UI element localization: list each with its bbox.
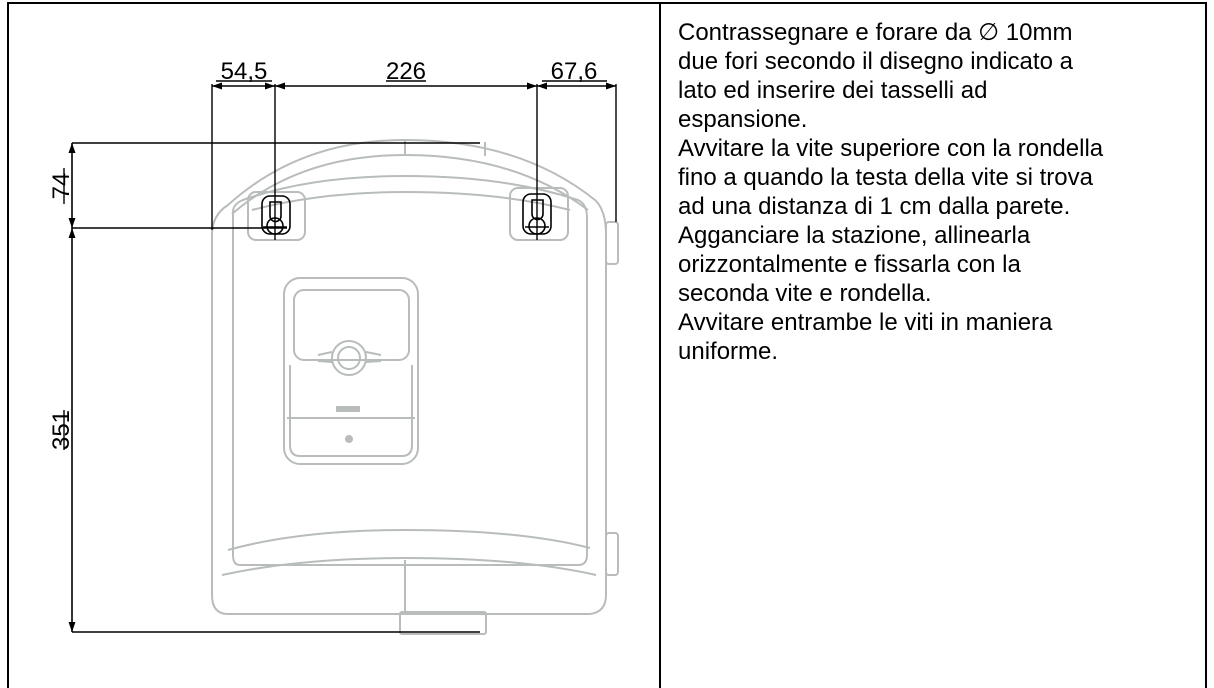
mounting-diagram: 54,5 226 67,6 74 351 xyxy=(48,58,619,635)
display-center-knob-inner xyxy=(337,346,361,370)
dim-label-top-to-holes: 74 xyxy=(48,173,75,200)
display-right-wing xyxy=(365,351,382,363)
housing-top-bezel xyxy=(231,153,589,215)
keyhole-bracket-left xyxy=(247,191,306,241)
housing-bottom-tab xyxy=(399,611,487,635)
housing-inner-panel xyxy=(232,174,588,566)
side-latch-upper xyxy=(605,221,619,265)
dimension-lines xyxy=(68,82,616,632)
side-latch-lower xyxy=(605,532,619,576)
display-reset-dot xyxy=(345,435,353,443)
housing-bottom-curve-2 xyxy=(221,556,597,576)
display-screen xyxy=(293,289,410,361)
instruction-tighten-screws: Avvitare entrambe le viti in maniera uni… xyxy=(678,309,1053,365)
display-left-wing xyxy=(317,351,333,363)
housing-panel-inner-line xyxy=(251,190,571,211)
keyhole-bracket-right xyxy=(509,187,569,241)
dim-label-holes-to-bottom: 351 xyxy=(48,410,75,450)
housing-bottom-curve xyxy=(227,528,591,551)
display-unit-outer xyxy=(283,277,419,465)
housing-outer-outline xyxy=(211,138,607,615)
hole-center-marks xyxy=(263,84,549,240)
display-lower-body xyxy=(289,365,413,457)
extension-lines xyxy=(72,84,617,633)
instruction-upper-screw: Avvitare la vite superiore con la rondel… xyxy=(678,135,1104,220)
instruction-drill-holes: Contrassegnare e forare da ∅ 10mm due fo… xyxy=(678,19,1073,133)
display-status-led xyxy=(336,406,360,412)
display-center-knob-outer xyxy=(331,340,367,376)
device-housing xyxy=(211,138,619,635)
instructions-panel: Contrassegnare e forare da ∅ 10mm due fo… xyxy=(678,18,1198,366)
instruction-hang-station: Agganciare la stazione, allinearla orizz… xyxy=(678,222,1031,307)
